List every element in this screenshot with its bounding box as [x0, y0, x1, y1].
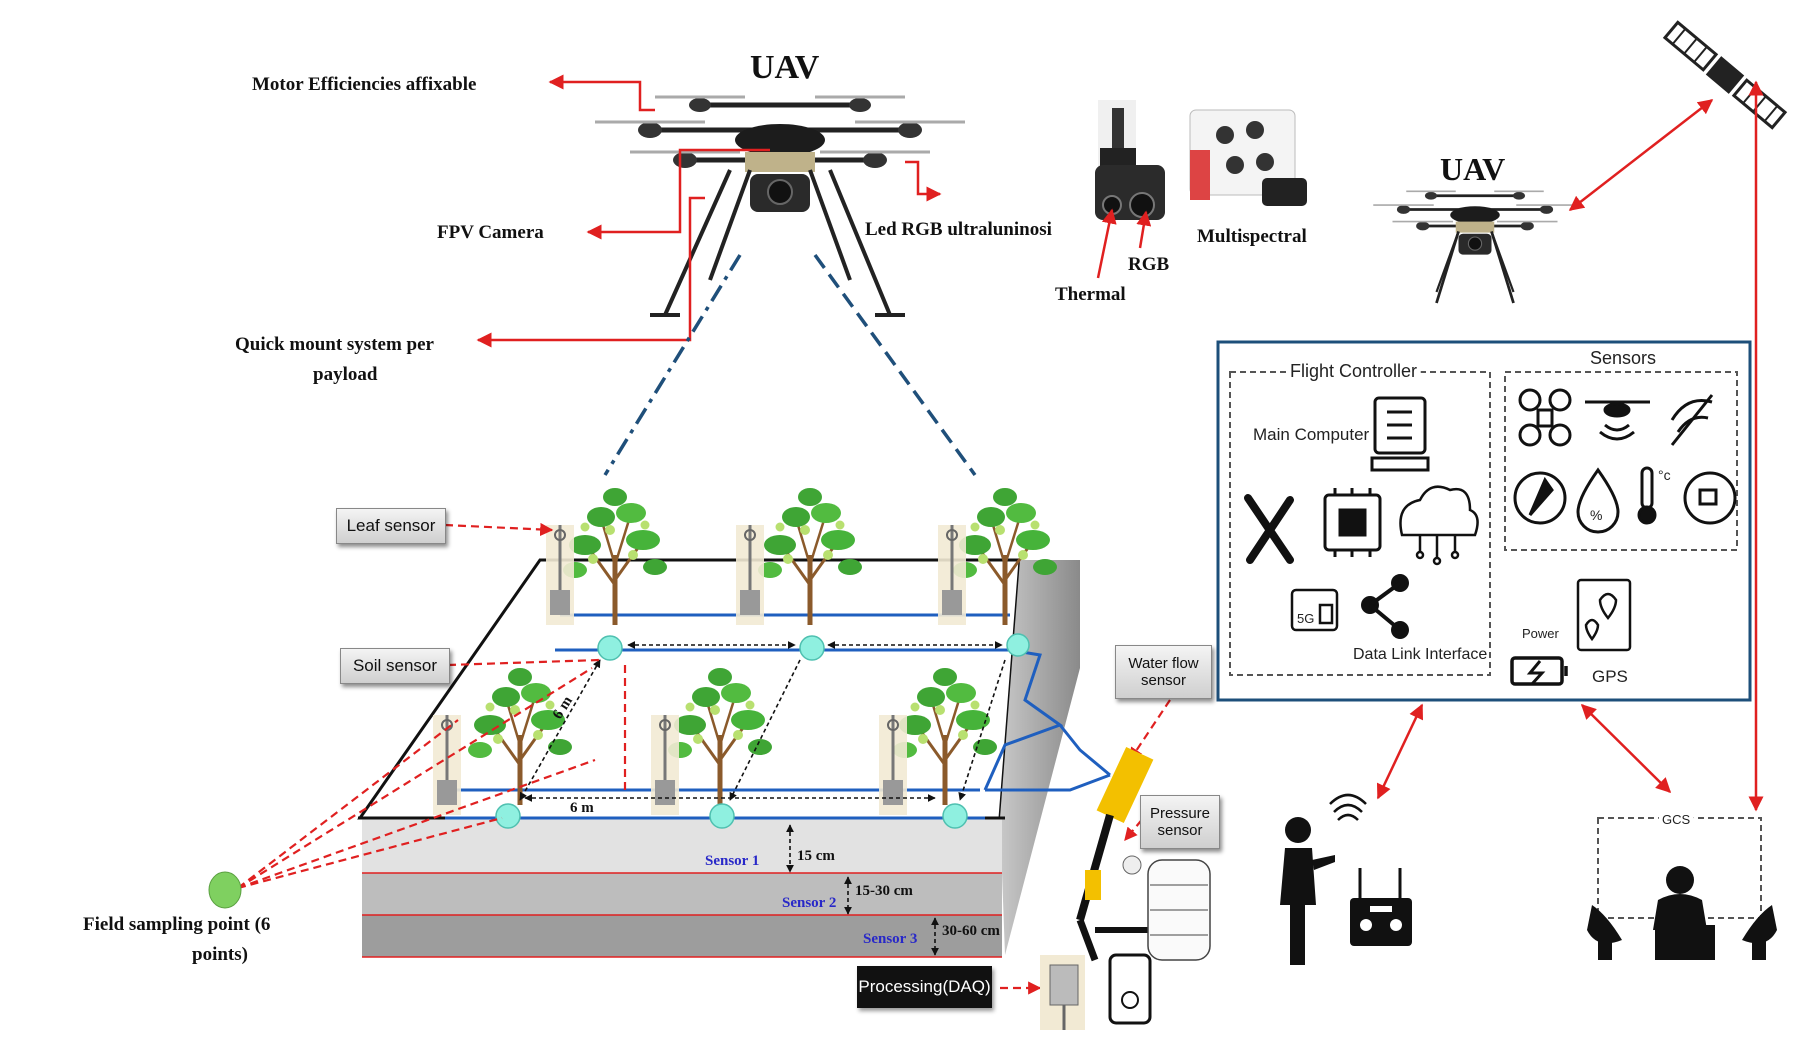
uav-right: [1371, 189, 1579, 304]
drone-view-lines: [603, 253, 977, 477]
leaf-probe-3: [936, 523, 968, 627]
pressure-line1: Pressure: [1149, 804, 1211, 822]
soil-layer-1-sensor: Sensor 1: [705, 853, 759, 869]
rgb-label: RGB: [1128, 254, 1170, 275]
battery-icon: [1510, 656, 1568, 686]
main-computer-label: Main Computer: [1253, 425, 1370, 444]
pressure-line2: sensor: [1157, 822, 1203, 839]
leaf-probe-1: [544, 523, 576, 627]
water-flow-sensor-equipment: [1076, 746, 1154, 962]
soil-layer-1-depth: 15 cm: [797, 848, 835, 864]
data-link-label: Data Link Interface: [1353, 646, 1487, 663]
no-signal-icon: [1670, 394, 1714, 446]
processor-chip-icon: [1323, 488, 1382, 557]
field-sampling-point: [208, 871, 242, 909]
svg-text:°c: °c: [1658, 467, 1671, 483]
soil-sensor-nodes: [495, 633, 1030, 829]
smartphone-icon: [1108, 953, 1152, 1025]
sensor-callout-arrows: [237, 522, 1171, 995]
sensors-group: [1504, 371, 1738, 551]
sim-card-5g-icon: [1290, 588, 1339, 632]
water-flow-line1: Water flow: [1128, 654, 1199, 672]
main-computer-icon: [1370, 396, 1430, 472]
satellite-dish-left-icon: [1587, 905, 1622, 960]
water-flow-sensor-label: Water flow sensor: [1115, 645, 1212, 699]
soil-layer-3-depth: 30-60 cm: [942, 923, 1000, 939]
leaf-probe-6: [877, 713, 909, 817]
leaf-probe-2: [734, 523, 766, 627]
rc-operator-icon: [1280, 817, 1335, 965]
depth-arrows: [786, 824, 939, 956]
multispectral-camera: [1189, 109, 1307, 206]
uav-right-title: UAV: [1440, 151, 1505, 187]
distance-arrows: [519, 641, 1006, 802]
thermometer-icon: °c: [1637, 466, 1671, 525]
fiveg-label: 5G: [1297, 611, 1314, 626]
uav-left: [595, 97, 965, 280]
daq-unit: [1040, 955, 1085, 1030]
multispectral-label: Multispectral: [1197, 226, 1307, 247]
operator-laptop-icon: [1653, 866, 1715, 960]
satellite-dish-right-icon: [1742, 905, 1777, 960]
drone-annotation-arrows: [476, 74, 942, 348]
communication-arrows: [1376, 80, 1764, 812]
tools-icon: [1244, 494, 1294, 564]
compass-icon: [1513, 471, 1567, 525]
cloud-icon: [1399, 485, 1479, 566]
soil-layer-3-sensor: Sensor 3: [863, 931, 917, 947]
drone-signal-icon: [1585, 400, 1650, 441]
water-tank: [1147, 859, 1211, 961]
fpv-camera-label: FPV Camera: [437, 222, 544, 243]
position-sensor-icon: [1683, 471, 1737, 525]
satellite-icon: [1662, 20, 1788, 130]
gps-map-icon: [1576, 578, 1632, 652]
leaf-sensor-label: Leaf sensor: [336, 508, 446, 544]
soil-layer-2-sensor: Sensor 2: [782, 895, 836, 911]
soil-sensor-label: Soil sensor: [340, 648, 450, 684]
water-flow-line2: sensor: [1140, 672, 1187, 689]
leaf-probe-5: [649, 713, 681, 817]
soil-layer-2-depth: 15-30 cm: [855, 883, 913, 899]
humidity-icon: %: [1576, 467, 1620, 534]
onboard-system-box: [1216, 340, 1752, 702]
flight-controller-group: [1229, 371, 1491, 676]
thermal-label: Thermal: [1055, 284, 1126, 305]
uav-left-legs: [650, 169, 905, 317]
power-label: Power: [1522, 626, 1560, 641]
flight-controller-title: Flight Controller: [1290, 361, 1417, 381]
quick-mount-label-line1: Quick mount system per: [235, 334, 435, 355]
led-label: Led RGB ultraluninosi: [865, 219, 1052, 240]
share-data-link-icon: [1361, 574, 1409, 639]
pressure-sensor-label: Pressure sensor: [1140, 795, 1220, 849]
sampling-point-label-line1: Field sampling point (6: [83, 914, 270, 935]
gps-label: GPS: [1592, 667, 1628, 686]
quick-mount-label-line2: payload: [313, 364, 378, 385]
uav-left-title: UAV: [750, 49, 820, 86]
motor-label: Motor Efficiencies affixable: [252, 74, 476, 95]
payload-arrows: [1096, 208, 1152, 279]
sensors-title: Sensors: [1590, 348, 1656, 368]
sampling-point-label-line2: points): [192, 944, 248, 965]
wifi-signal-icon: [1329, 793, 1367, 821]
thermal-rgb-camera: [1095, 100, 1165, 220]
distance-6m-horizontal: 6 m: [570, 800, 594, 816]
remote-controller-icon: [1350, 868, 1412, 946]
gcs-label: GCS: [1662, 812, 1691, 827]
quadcopter-icon: [1518, 388, 1572, 447]
processing-daq-label: Processing(DAQ): [857, 966, 992, 1008]
svg-text:%: %: [1590, 507, 1602, 523]
